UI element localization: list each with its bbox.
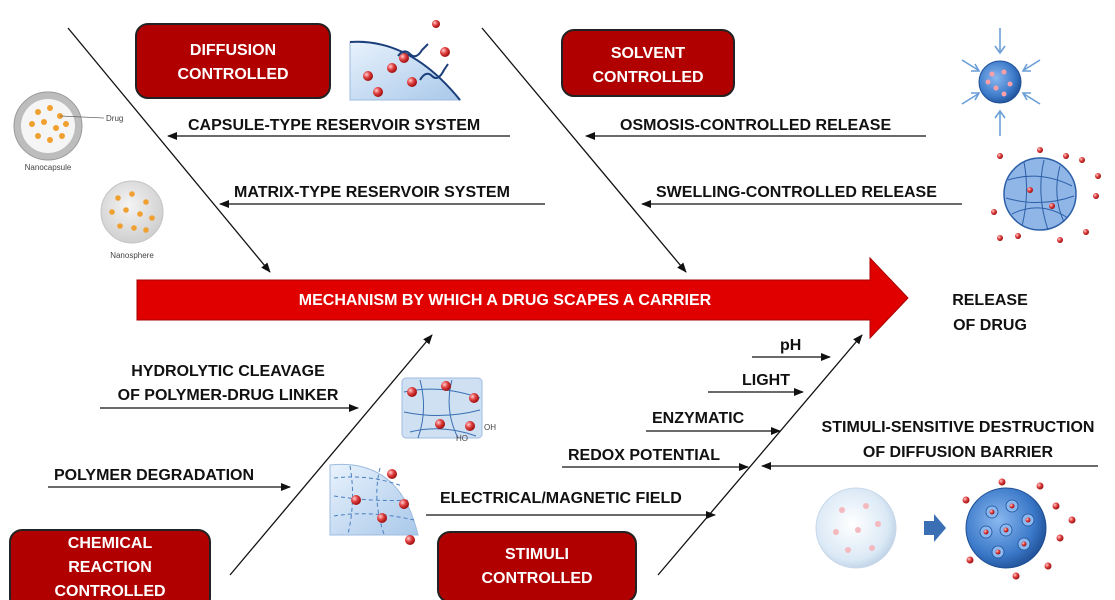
stimuli-sensitive-line2: OF DIFFUSION BARRIER — [863, 444, 1054, 461]
stimuli-sensitive-illustration — [815, 478, 1076, 580]
hydrolytic-label-line2: OF POLYMER-DRUG LINKER — [118, 387, 339, 404]
ph-label: pH — [780, 337, 801, 354]
osmosis-branch-label: OSMOSIS-CONTROLLED RELEASE — [620, 117, 891, 134]
chemical-reaction-controlled-box: CHEMICAL REACTION CONTROLLED — [9, 529, 211, 600]
swelling-branch-label: SWELLING-CONTROLLED RELEASE — [656, 184, 937, 201]
swelling-illustration — [991, 147, 1101, 243]
chemical-box-line2: REACTION — [68, 559, 152, 576]
stimuli-box-line2: CONTROLLED — [481, 570, 592, 587]
ho-label: HO — [456, 434, 468, 443]
electrical-label: ELECTRICAL/MAGNETIC FIELD — [440, 490, 682, 507]
chemical-box-line3: CONTROLLED — [54, 583, 165, 600]
main-arrow: MECHANISM BY WHICH A DRUG SCAPES A CARRI… — [136, 256, 909, 340]
diffusion-box-line2: CONTROLLED — [177, 66, 288, 83]
stimuli-spine — [657, 334, 863, 576]
degradation-illustration — [329, 463, 419, 545]
polymer-degradation-label: POLYMER DEGRADATION — [54, 467, 254, 484]
outcome-line1: RELEASE — [952, 292, 1028, 309]
matrix-branch-label: MATRIX-TYPE RESERVOIR SYSTEM — [234, 184, 510, 201]
hydrolytic-illustration: HO OH — [401, 377, 496, 443]
nanosphere-label: Nanosphere — [110, 251, 154, 260]
nanocapsule-label: Nanocapsule — [25, 163, 72, 172]
diffusion-box-line1: DIFFUSION — [190, 42, 276, 59]
enzymatic-label: ENZYMATIC — [652, 410, 745, 427]
hydrolytic-label-line1: HYDROLYTIC CLEAVAGE — [131, 363, 325, 380]
stimuli-box-line1: STIMULI — [505, 546, 569, 563]
diffusion-illustration — [349, 20, 462, 101]
solvent-box-line2: CONTROLLED — [592, 69, 703, 86]
nanosphere-illustration: Nanosphere — [100, 180, 164, 260]
outcome-line2: OF DRUG — [953, 317, 1027, 334]
diffusion-controlled-box: DIFFUSION CONTROLLED — [135, 23, 331, 99]
solvent-spine — [481, 27, 687, 273]
capsule-branch-label: CAPSULE-TYPE RESERVOIR SYSTEM — [188, 117, 480, 134]
transition-arrow-icon — [924, 514, 946, 542]
nanocapsule-illustration: Drug Nanocapsule — [13, 91, 123, 172]
oh-label: OH — [484, 423, 496, 432]
osmosis-illustration — [961, 28, 1041, 136]
solvent-box-line1: SOLVENT — [611, 45, 686, 62]
stimuli-controlled-box: STIMULI CONTROLLED — [437, 531, 637, 600]
chemical-box-line1: CHEMICAL — [68, 535, 153, 552]
drug-label: Drug — [106, 114, 123, 123]
light-label: LIGHT — [742, 372, 790, 389]
solvent-controlled-box: SOLVENT CONTROLLED — [561, 29, 735, 97]
stimuli-sensitive-line1: STIMULI-SENSITIVE DESTRUCTION — [822, 419, 1095, 436]
chemical-spine — [229, 334, 433, 576]
diffusion-spine — [67, 27, 271, 273]
redox-label: REDOX POTENTIAL — [568, 447, 720, 464]
main-arrow-label: MECHANISM BY WHICH A DRUG SCAPES A CARRI… — [299, 292, 712, 309]
